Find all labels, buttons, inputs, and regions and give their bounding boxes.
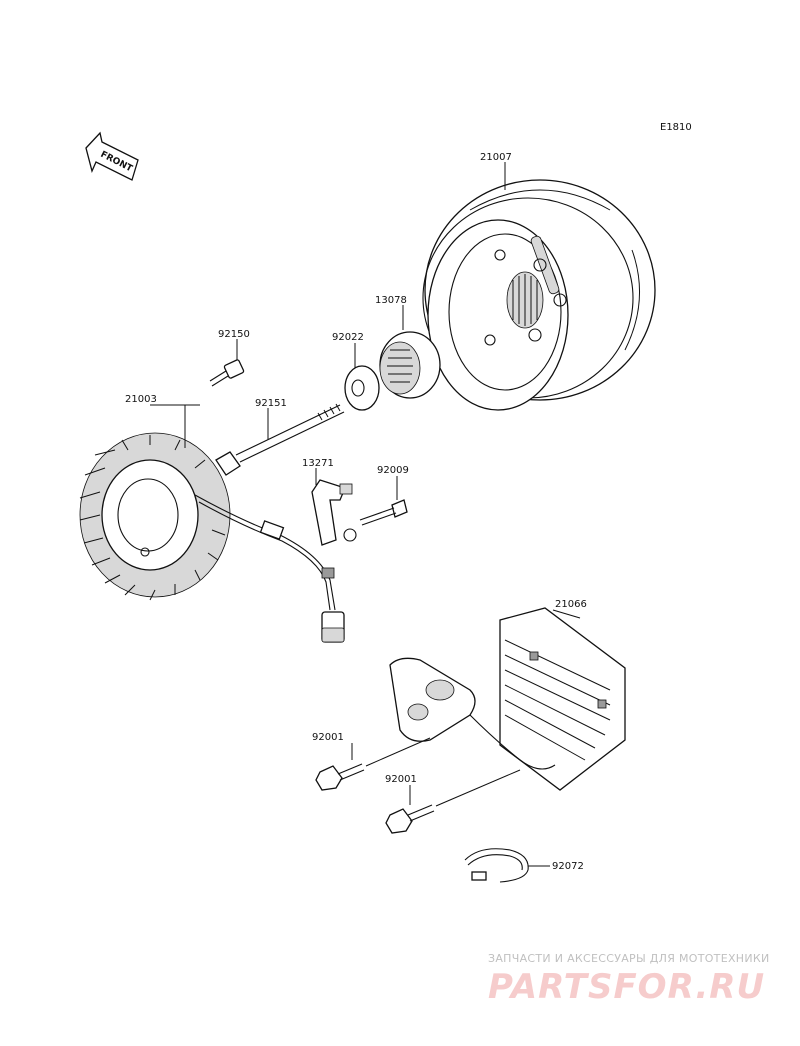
bolt-bracket [359,499,408,526]
label-screw-small: 92150 [218,329,250,340]
bolt-right [385,804,435,834]
label-starter-gear: 13078 [375,295,407,306]
label-bolt-long: 92151 [255,398,287,409]
label-bolt-right: 92001 [385,774,417,785]
label-washer: 92022 [332,332,364,343]
label-bolt-bracket: 92009 [377,465,409,476]
bolt-left [315,763,365,791]
diagram-code: E1810 [660,122,692,133]
starter-clutch-gear [379,331,441,399]
watermark-logo: PARTSFOR.RU [488,967,765,1007]
stator-wire [194,494,345,643]
screw-small [209,359,245,387]
washer [344,365,380,411]
stator [79,432,231,601]
label-bracket: 13271 [302,458,334,469]
label-bolt-left: 92001 [312,732,344,743]
bolt-long [215,403,345,476]
front-arrow-icon: FRONT [85,131,139,181]
label-regulator: 21066 [555,599,587,610]
watermark-tagline: ЗАПЧАСТИ И АКСЕССУАРЫ ДЛЯ МОТОТЕХНИКИ [488,952,770,965]
label-stator: 21003 [125,394,157,405]
clamp [464,848,529,883]
label-clamp: 92072 [552,861,584,872]
bracket [311,479,357,546]
flywheel-rotor [422,179,656,411]
label-flywheel: 21007 [480,152,512,163]
regulator-rectifier [389,607,626,791]
